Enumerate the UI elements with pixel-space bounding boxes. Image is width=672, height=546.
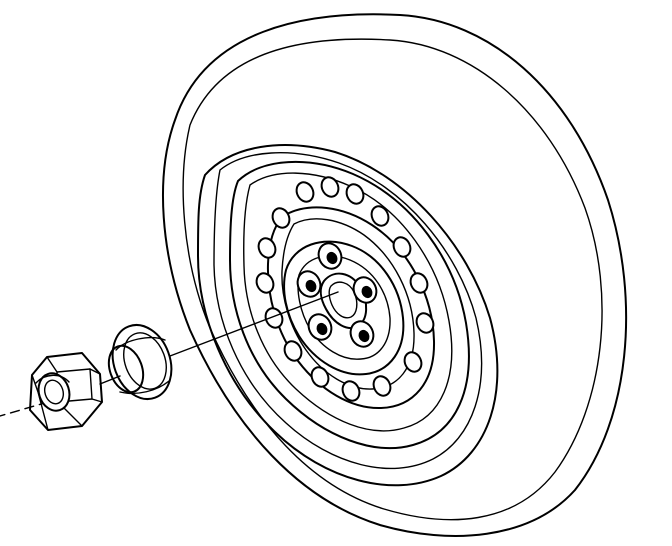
rim-hole <box>310 366 330 388</box>
rim-hole <box>295 181 315 203</box>
rim-hole <box>341 380 361 402</box>
rim-hole <box>372 375 392 397</box>
wheel-bolt <box>349 320 375 348</box>
wheel <box>229 160 470 449</box>
rim-hole <box>392 236 412 258</box>
rim-hole <box>370 205 390 227</box>
rim-hole <box>403 351 423 373</box>
rim-hole <box>320 176 340 198</box>
wheel-bolt <box>307 313 333 341</box>
centerline <box>0 291 339 417</box>
wheel-bolt <box>352 276 378 304</box>
rim-hole <box>283 340 303 362</box>
wheel-bolt <box>317 242 343 270</box>
rim-hole <box>257 237 277 259</box>
tire <box>162 13 628 537</box>
wheel-bolt <box>296 270 322 298</box>
wheel-rim-holes <box>255 176 435 402</box>
rim-hole <box>415 312 435 334</box>
rim-hole <box>255 272 275 294</box>
wheel-bolts <box>296 242 378 348</box>
rim-hole <box>345 183 365 205</box>
washer <box>107 324 173 400</box>
rim-hole <box>271 207 291 229</box>
hex-nut <box>29 352 103 431</box>
rim-hole <box>409 272 429 294</box>
rim-hole <box>264 307 284 329</box>
